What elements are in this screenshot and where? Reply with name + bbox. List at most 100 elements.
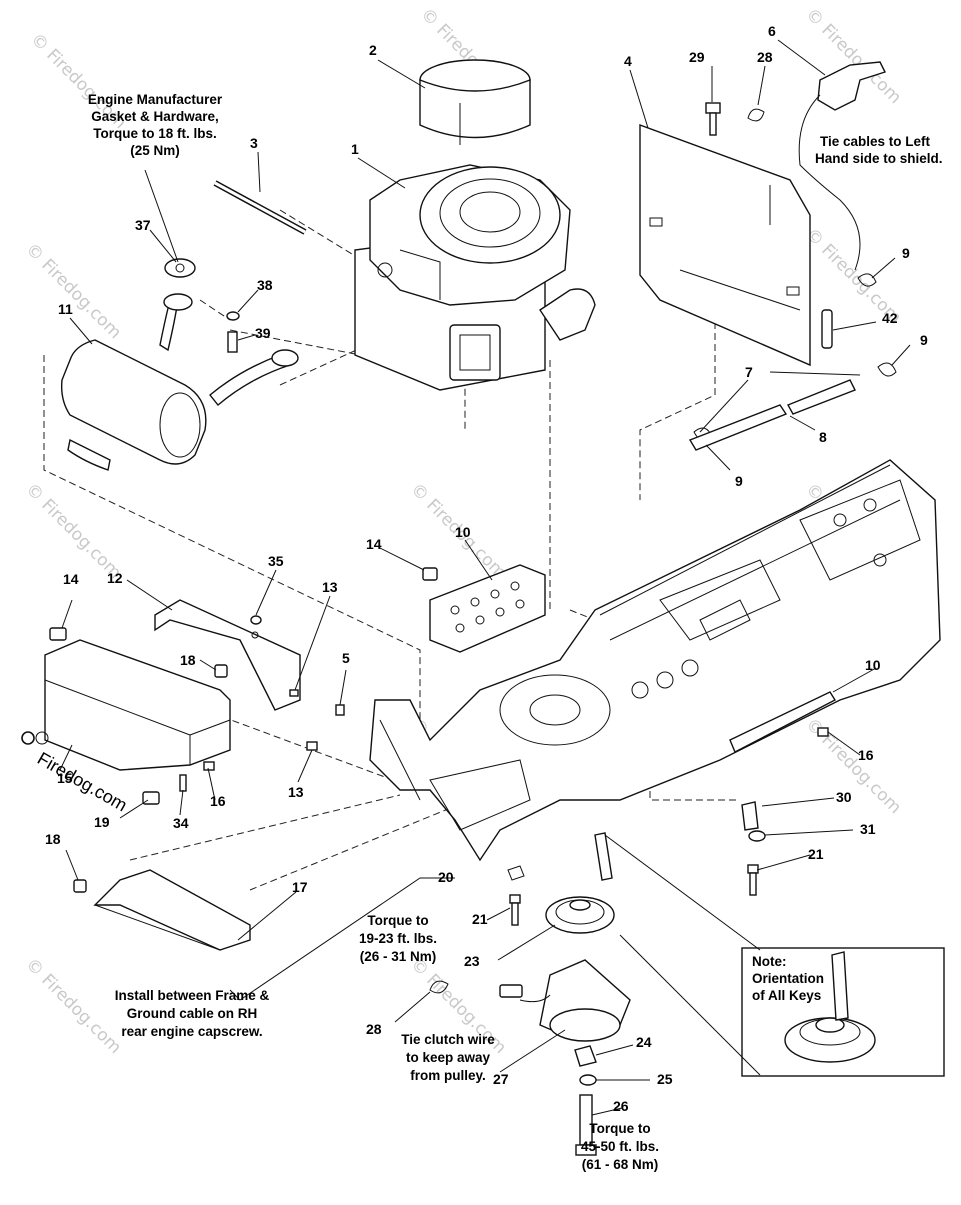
callout-16-left: 16 — [210, 793, 226, 809]
callout-13-top: 13 — [322, 579, 338, 595]
watermark-text: © Firedog.com — [21, 239, 125, 343]
part-clip-14 — [49, 567, 438, 641]
svg-text:Tie cables to Left: Tie cables to Left — [820, 134, 931, 149]
part-plate-10-top — [429, 564, 546, 653]
callout-39: 39 — [255, 325, 271, 341]
callout-9-low: 9 — [735, 473, 743, 489]
svg-text:to keep away: to keep away — [406, 1050, 491, 1065]
svg-text:Gasket & Hardware,: Gasket & Hardware, — [91, 109, 219, 124]
svg-text:from pulley.: from pulley. — [410, 1068, 486, 1083]
svg-text:Orientation: Orientation — [752, 971, 824, 986]
orientation-note-box — [741, 947, 945, 1077]
callout-10-right: 10 — [865, 657, 881, 673]
callout-35: 35 — [268, 553, 284, 569]
callout-9-mid: 9 — [920, 332, 928, 348]
callout-38: 38 — [257, 277, 273, 293]
part-muffler — [60, 293, 299, 471]
callout-21-right: 21 — [808, 846, 824, 862]
part-plate-10-right — [729, 691, 836, 753]
callout-6: 6 — [768, 23, 776, 39]
svg-text:rear engine capscrew.: rear engine capscrew. — [121, 1024, 262, 1039]
part-nut-35 — [250, 615, 262, 625]
part-42 — [821, 309, 833, 349]
part-engine — [354, 164, 596, 391]
svg-text:45-50 ft. lbs.: 45-50 ft. lbs. — [581, 1139, 659, 1154]
note-tie-clutch: Tie clutch wire to keep away from pulley… — [401, 1032, 495, 1083]
part-bolt-29 — [705, 102, 721, 136]
callout-11: 11 — [58, 301, 73, 317]
callout-15: 15 — [57, 770, 73, 786]
part-frame — [369, 459, 941, 862]
callout-5: 5 — [342, 650, 350, 666]
callout-26: 26 — [613, 1098, 629, 1114]
callout-28-low: 28 — [366, 1021, 382, 1037]
svg-text:Torque to: Torque to — [589, 1121, 650, 1136]
note-orientation: Note: Orientation of All Keys — [752, 954, 824, 1003]
callout-7: 7 — [745, 364, 753, 380]
callout-37: 37 — [135, 217, 151, 233]
callout-19: 19 — [94, 814, 110, 830]
callout-10-top: 10 — [455, 524, 471, 540]
watermark-text: © Firedog.com — [801, 714, 905, 818]
callout-31: 31 — [860, 821, 876, 837]
callout-numbers: 1 2 3 4 5 6 7 8 9 9 9 10 10 11 12 13 13 … — [45, 23, 928, 1114]
callout-14-left: 14 — [63, 571, 79, 587]
part-clip-28-bottom — [429, 980, 449, 994]
callout-21-left: 21 — [472, 911, 488, 927]
part-clip-28-top — [747, 108, 765, 122]
note-torque-26: Torque to 45-50 ft. lbs. (61 - 68 Nm) — [581, 1121, 659, 1172]
svg-text:19-23 ft. lbs.: 19-23 ft. lbs. — [359, 931, 437, 946]
callout-29: 29 — [689, 49, 705, 65]
callout-24: 24 — [636, 1034, 652, 1050]
svg-text:(26 - 31 Nm): (26 - 31 Nm) — [360, 949, 437, 964]
svg-text:Hand side to shield.: Hand side to shield. — [815, 151, 943, 166]
part-cable-grip — [798, 61, 886, 271]
svg-text:(61 - 68 Nm): (61 - 68 Nm) — [582, 1157, 659, 1172]
callout-30: 30 — [836, 789, 852, 805]
callout-12: 12 — [107, 570, 123, 586]
callout-18-low: 18 — [45, 831, 61, 847]
part-guard-15 — [35, 639, 231, 771]
callout-27: 27 — [493, 1071, 509, 1087]
svg-text:Engine Manufacturer: Engine Manufacturer — [88, 92, 223, 107]
callout-2: 2 — [369, 42, 377, 58]
callout-17: 17 — [292, 879, 308, 895]
part-gasket — [164, 258, 196, 278]
part-washer-38 — [226, 311, 240, 321]
svg-text:Note:: Note: — [752, 954, 787, 969]
callout-13-low: 13 — [288, 784, 304, 800]
callout-42: 42 — [882, 310, 898, 326]
note-install-ground: Install between Frame & Ground cable on … — [115, 988, 270, 1039]
svg-text:Ground cable on RH: Ground cable on RH — [127, 1006, 258, 1021]
svg-text:Install between Frame &: Install between Frame & — [115, 988, 270, 1003]
note-torque-21: Torque to 19-23 ft. lbs. (26 - 31 Nm) — [359, 913, 437, 964]
watermark-text: © Firedog.com — [21, 954, 125, 1058]
part-key-30 — [594, 801, 759, 881]
callout-1: 1 — [351, 141, 359, 157]
callout-25: 25 — [657, 1071, 673, 1087]
part-stud — [213, 180, 307, 235]
svg-text:(25 Nm): (25 Nm) — [130, 143, 180, 158]
part-pulley — [545, 896, 615, 934]
svg-text:Torque to: Torque to — [367, 913, 428, 928]
part-washer-25 — [579, 1074, 597, 1086]
callout-4: 4 — [624, 53, 632, 69]
callout-16-right: 16 — [858, 747, 874, 763]
part-plate-17 — [93, 869, 251, 951]
part-air-filter-band — [419, 59, 531, 145]
callout-9-top: 9 — [902, 245, 910, 261]
callout-23: 23 — [464, 953, 480, 969]
part-nut-18 — [73, 664, 228, 893]
svg-text:of All Keys: of All Keys — [752, 988, 821, 1003]
callout-8: 8 — [819, 429, 827, 445]
callout-3: 3 — [250, 135, 258, 151]
callout-18-top: 18 — [180, 652, 196, 668]
part-hose — [688, 371, 861, 451]
note-engine-gasket: Engine Manufacturer Gasket & Hardware, T… — [88, 92, 223, 158]
part-washer-31 — [748, 830, 766, 842]
leader-lines — [59, 39, 911, 1116]
callout-34: 34 — [173, 815, 189, 831]
part-bolt-26 — [575, 1094, 597, 1156]
